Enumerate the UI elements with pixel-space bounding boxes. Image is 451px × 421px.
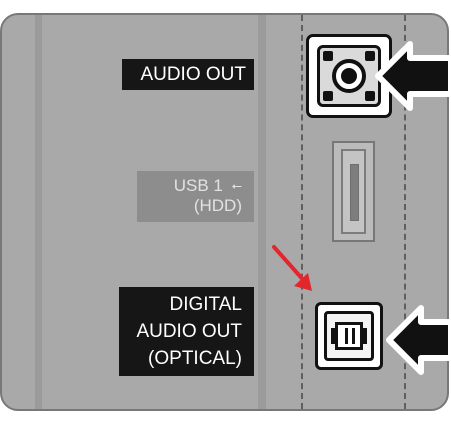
- panel-left-stripe: [35, 15, 42, 409]
- panel-middle-stripe: [258, 15, 266, 409]
- audio-jack-corner-top-right: [365, 51, 375, 61]
- audio-jack-corner-bottom-right: [365, 91, 375, 101]
- usb-port-slot: [350, 164, 359, 221]
- usb-label-text: USB 1: [173, 176, 223, 195]
- audio-jack-icon: [306, 34, 392, 118]
- optical-jack-tab-right: [363, 328, 367, 344]
- digital-label-line-1: DIGITAL: [169, 294, 243, 315]
- audio-jack-corner-bottom-left: [323, 91, 333, 101]
- usb-icon: ⭠: [231, 178, 242, 193]
- audio-out-label: AUDIO OUT: [122, 59, 254, 90]
- audio-jack-hole: [341, 68, 357, 84]
- usb-hdd-label: USB 1 ⭠ (HDD): [137, 171, 254, 222]
- usb-port-icon: [332, 141, 375, 242]
- digital-audio-out-label: DIGITAL AUDIO OUT (OPTICAL): [119, 287, 254, 376]
- audio-jack-ring: [332, 59, 366, 93]
- audio-jack-corner-top-left: [323, 51, 333, 61]
- optical-jack-cap: [335, 322, 363, 350]
- usb-label-line-2: (HDD): [193, 196, 242, 215]
- optical-jack-frame: [324, 311, 374, 361]
- usb-label-line-1: USB 1 ⭠: [145, 176, 242, 196]
- optical-jack-tab-left: [331, 328, 335, 344]
- panel-dashed-line-left: [301, 15, 303, 409]
- digital-label-line-2: AUDIO OUT: [136, 321, 242, 342]
- usb-port-frame: [341, 149, 366, 234]
- digital-label-line-3: (OPTICAL): [148, 348, 242, 369]
- panel-dashed-line-right: [404, 15, 406, 409]
- audio-jack-frame: [317, 45, 381, 107]
- optical-jack-icon: [315, 302, 383, 370]
